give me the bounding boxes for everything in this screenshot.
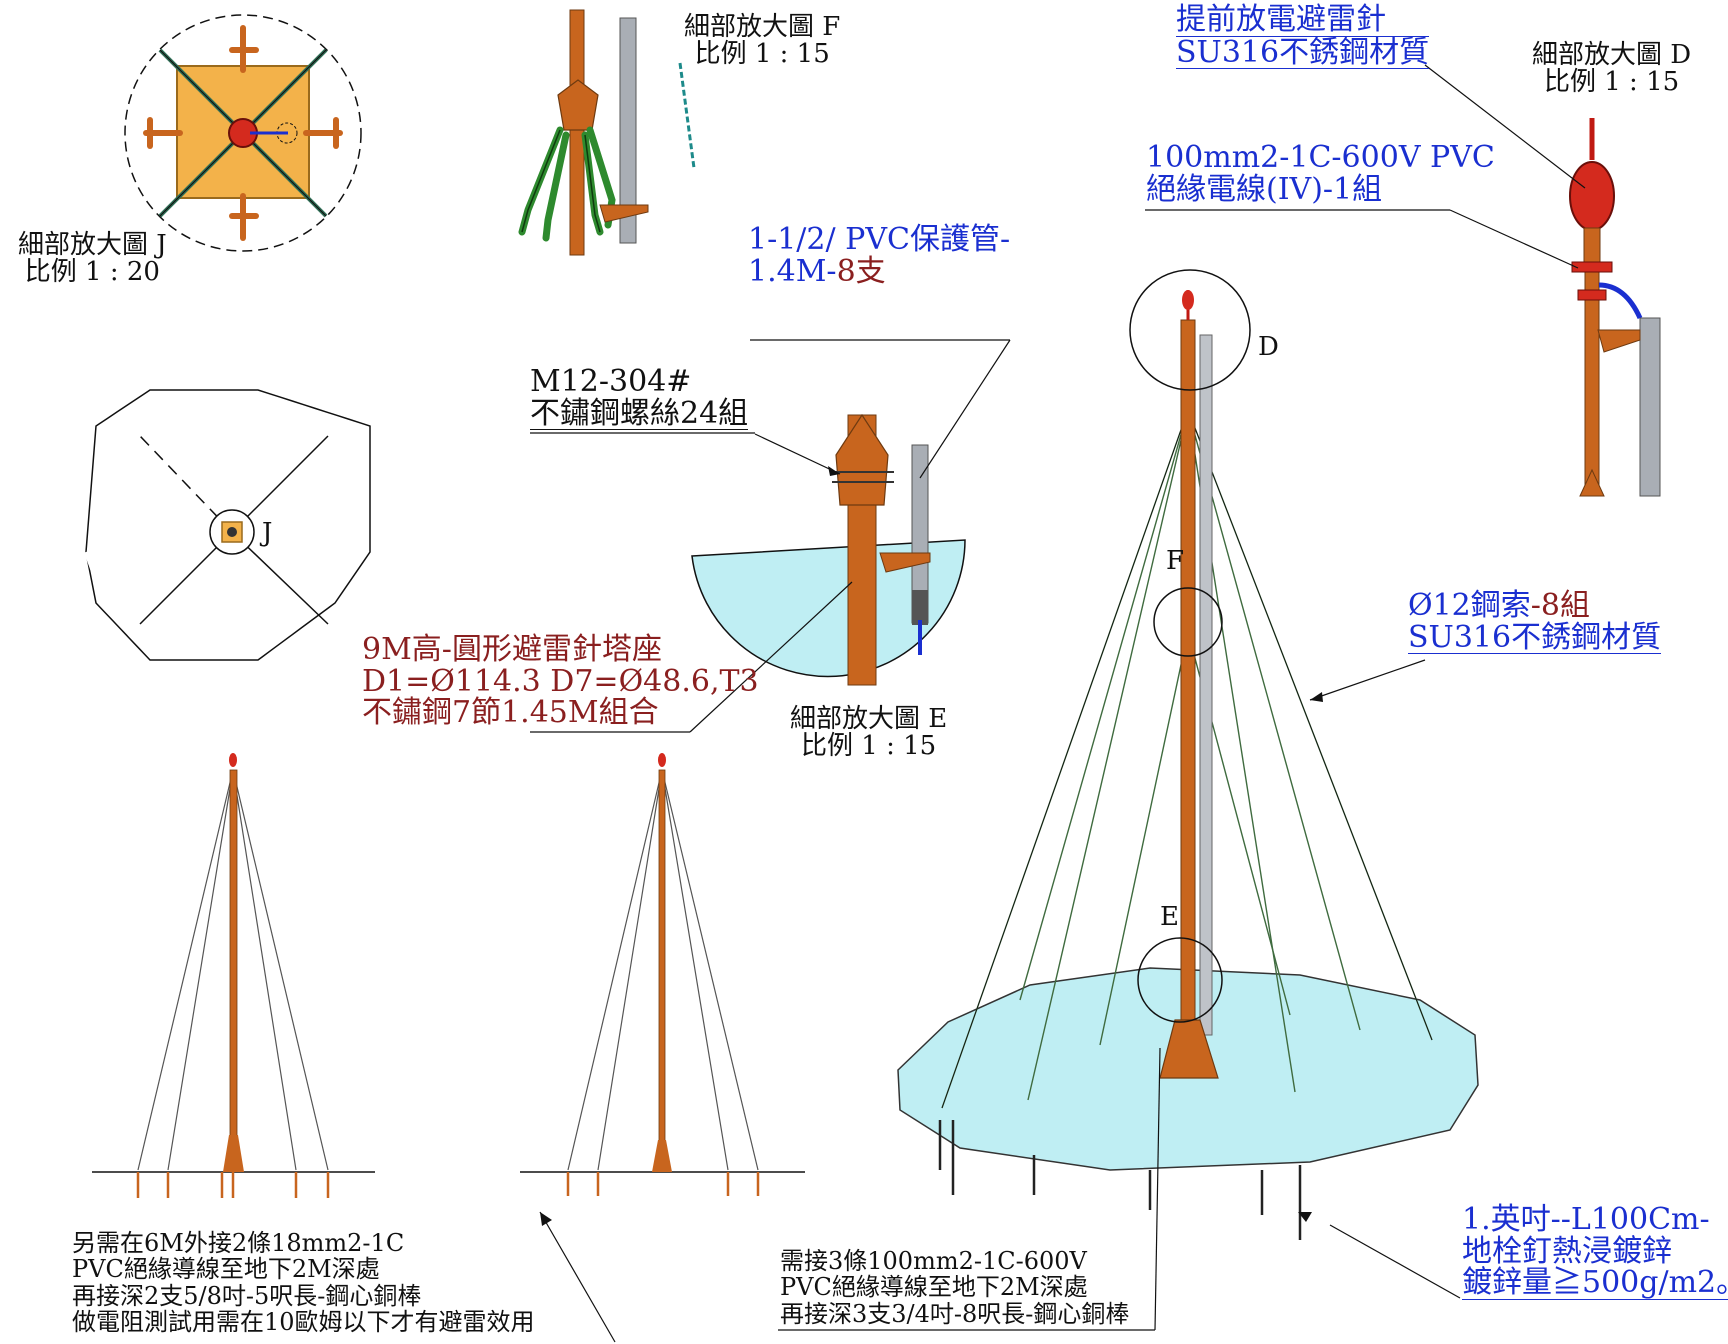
detail-d-scale: 比例 1 : 15 [1543, 67, 1680, 98]
detail-d-title-text: 細部放大圖 D [1532, 40, 1692, 70]
detail-e-scale: 比例 1 : 15 [801, 731, 937, 762]
detail-j-plan-view [124, 14, 362, 252]
site-plan-view [84, 389, 371, 661]
grounding-note-right-line3: 再接深3支3/4吋-8呎長-鋼心銅棒 [780, 1299, 1130, 1328]
tower-callout: 9M高-圓形避雷針塔座 D1=Ø114.3 D7=Ø48.6,T3 不鏽鋼7節1… [362, 634, 759, 729]
detail-f-title-text: 細部放大圖 F [684, 12, 841, 42]
elevation-view-left [92, 753, 375, 1198]
grounding-note-left-line3: 再接深2支5/8吋-5呎長-鋼心銅棒 [72, 1281, 422, 1310]
lightning-rod-callout: 提前放電避雷針 SU316不銹鋼材質 [1176, 4, 1430, 70]
detail-d-view [1145, 64, 1661, 497]
cable-spec: Ø12鋼索 [1408, 588, 1531, 623]
anchor-callout: 1.英吋--L100Cm- 地栓釘熱浸鍍鋅 鍍鋅量≧500g/m2。 [1462, 1204, 1728, 1300]
bolts-callout-line1: M12-304# [530, 364, 692, 399]
marker-d: D [1258, 332, 1279, 362]
marker-e: E [1160, 902, 1179, 932]
lightning-rod-callout-line2: SU316不銹鋼材質 [1176, 34, 1430, 70]
grounding-note-right: 需接3條100mm2-1C-600V PVC絕緣導線至地下2M深處 再接深3支3… [780, 1247, 1130, 1328]
tower-perspective-view [778, 269, 1479, 1331]
detail-f-scale: 比例 1 : 15 [694, 39, 830, 70]
elevation-view-center [520, 753, 805, 1343]
cable-callout-line1: Ø12鋼索-8組 [1408, 590, 1661, 622]
cable-callout: Ø12鋼索-8組 SU316不銹鋼材質 [1408, 590, 1662, 655]
wire-callout-line1: 100mm2-1C-600V PVC [1146, 140, 1495, 175]
detail-f-view [518, 9, 696, 256]
pvc-pipe-callout: 1-1/2/ PVC保護管- 1.4M-8支 [748, 224, 1010, 287]
grounding-note-right-line1: 需接3條100mm2-1C-600V [780, 1247, 1087, 1275]
detail-e-title-text: 細部放大圖 E [790, 704, 948, 734]
tower-callout-line2: D1=Ø114.3 D7=Ø48.6,T3 [362, 663, 759, 699]
wire-callout: 100mm2-1C-600V PVC 絕緣電線(IV)-1組 [1146, 142, 1495, 205]
pvc-pipe-callout-line1: 1-1/2/ PVC保護管- [748, 222, 1011, 257]
wire-callout-line2: 絕緣電線(IV)-1組 [1146, 171, 1383, 207]
cable-count: -8組 [1530, 588, 1591, 623]
grounding-note-left: 另需在6M外接2條18mm2-1C PVC絕緣導線至地下2M深處 再接深2支5/… [72, 1230, 535, 1336]
tower-callout-line1: 9M高-圓形避雷針塔座 [362, 632, 662, 667]
anchor-callout-line3: 鍍鋅量≧500g/m2。 [1462, 1267, 1728, 1300]
pvc-pipe-count: 8支 [836, 253, 886, 289]
detail-e-title: 細部放大圖 E 比例 1 : 15 [790, 704, 948, 762]
detail-f-title: 細部放大圖 F 比例 1 : 15 [684, 12, 841, 70]
grounding-note-right-line2: PVC絕緣導線至地下2M深處 [780, 1273, 1088, 1302]
detail-e-view [530, 339, 1011, 733]
detail-d-title: 細部放大圖 D 比例 1 : 15 [1532, 40, 1692, 98]
grounding-note-left-line2: PVC絕緣導線至地下2M深處 [72, 1255, 380, 1284]
grounding-note-left-line1: 另需在6M外接2條18mm2-1C [72, 1229, 405, 1257]
bolts-callout: M12-304# 不鏽鋼螺絲24組 [530, 364, 749, 431]
marker-f: F [1166, 546, 1185, 576]
detail-j-title-text: 細部放大圖 J [18, 230, 167, 260]
anchor-callout-line1: 1.英吋--L100Cm- [1462, 1202, 1710, 1237]
pvc-pipe-length: 1.4M- [748, 253, 837, 289]
grounding-note-left-line4: 做電阻測試用需在10歐姆以下才有避雷效用 [72, 1308, 535, 1337]
detail-j-title: 細部放大圖 J 比例 1 : 20 [18, 230, 167, 288]
marker-j: J [262, 518, 273, 548]
tower-callout-line3: 不鏽鋼7節1.45M組合 [362, 695, 659, 730]
detail-j-scale: 比例 1 : 20 [24, 257, 160, 288]
bolts-callout-line2: 不鏽鋼螺絲24組 [530, 395, 749, 431]
pvc-pipe-callout-line2: 1.4M-8支 [748, 253, 1010, 289]
lightning-rod-callout-line1: 提前放電避雷針 [1176, 4, 1430, 37]
anchor-callout-line2: 地栓釘熱浸鍍鋅 [1462, 1233, 1672, 1269]
cable-callout-line2: SU316不銹鋼材質 [1408, 619, 1662, 655]
